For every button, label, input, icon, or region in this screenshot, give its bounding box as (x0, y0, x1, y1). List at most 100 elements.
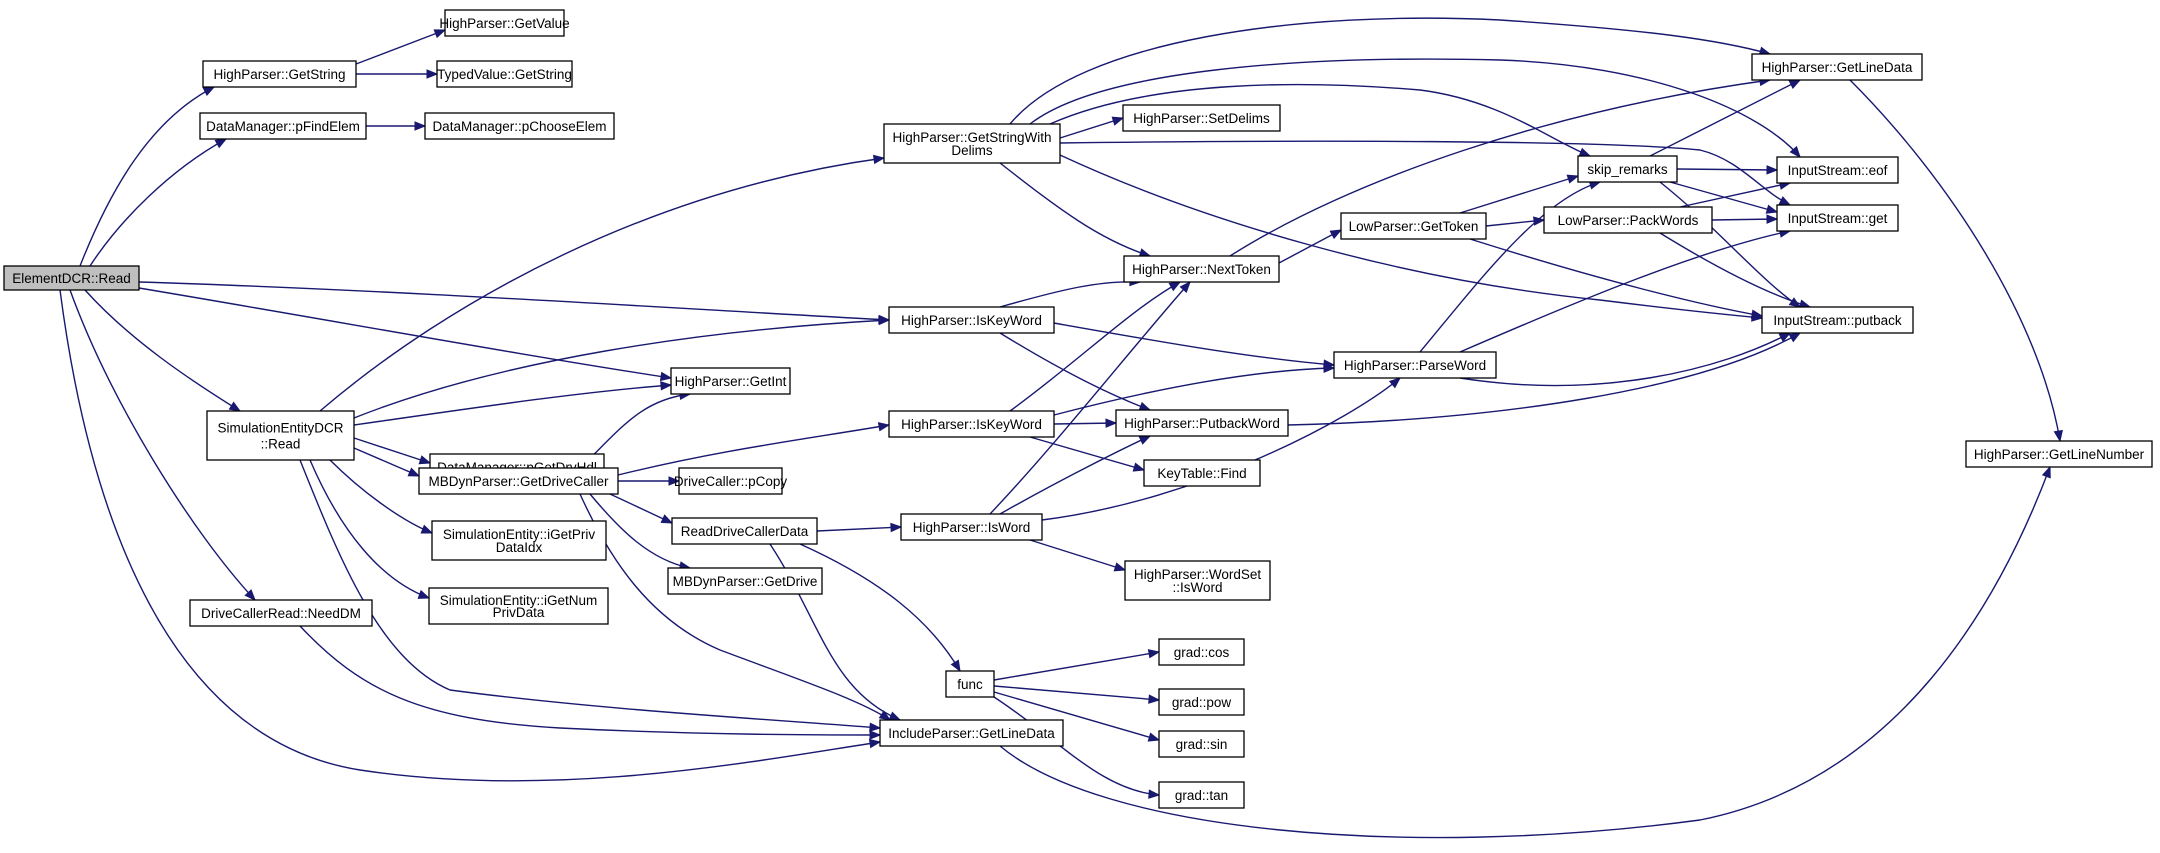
node-nextToken[interactable]: HighParser::NextToken (1123, 255, 1280, 283)
node-needDM[interactable]: DriveCallerRead::NeedDM (189, 599, 373, 627)
edge-isKeyWord1-to-putbackWord (999, 332, 1152, 411)
edge-isWord-to-parseWord (1041, 377, 1402, 521)
edge-getDriveCaller-to-readDCD (609, 493, 674, 524)
node-box (1158, 781, 1245, 809)
edge-arrowhead (1132, 462, 1146, 472)
node-box (3, 265, 140, 291)
edge-line (1053, 367, 1335, 416)
node-hpGetLineData[interactable]: HighParser::GetLineData (1751, 53, 1923, 81)
node-ktFind[interactable]: KeyTable::Find (1143, 459, 1261, 487)
node-setDelims[interactable]: HighParser::SetDelims (1122, 104, 1281, 132)
edge-line (589, 493, 691, 569)
edge-putbackWord-to-isPutback (1287, 332, 1802, 426)
node-box (888, 306, 1055, 334)
node-simRead[interactable]: SimulationEntityDCR::Read (206, 410, 355, 461)
edge-arrowhead (888, 711, 902, 721)
edge-line (89, 138, 227, 267)
edge-elemRead-to-pFindElem (89, 138, 228, 267)
node-putbackWord[interactable]: HighParser::PutbackWord (1115, 409, 1289, 437)
node-gsin[interactable]: grad::sin (1158, 730, 1245, 758)
node-gtan[interactable]: grad::tan (1158, 781, 1245, 809)
edge-arrowhead (1148, 694, 1161, 704)
node-isGet[interactable]: InputStream::get (1776, 204, 1899, 232)
node-wsIsWord[interactable]: HighParser::WordSet::IsWord (1124, 560, 1271, 601)
node-mbGetDrive[interactable]: MBDynParser::GetDrive (667, 567, 823, 595)
edge-lpGetToken-to-isPutback (1469, 238, 1764, 319)
node-gcos[interactable]: grad::cos (1158, 638, 1245, 666)
edge-simRead-to-isKeyWord1 (353, 315, 891, 419)
node-getDriveCaller[interactable]: MBDynParser::GetDriveCaller (418, 467, 619, 495)
edge-line (993, 651, 1160, 681)
node-readDCD[interactable]: ReadDriveCallerData (671, 517, 818, 545)
edge-line (1009, 281, 1181, 412)
node-isKeyWord2[interactable]: HighParser::IsKeyWord (888, 410, 1055, 438)
node-box (1965, 440, 2153, 468)
node-box (667, 567, 823, 595)
edge-arrowhead (1179, 280, 1191, 294)
node-box (1143, 459, 1261, 487)
node-tvGetString[interactable]: TypedValue::GetString (436, 60, 573, 88)
node-includeGLD[interactable]: IncludeParser::GetLineData (879, 719, 1064, 747)
node-label: ::Read (261, 437, 301, 452)
node-skipRemarks[interactable]: skip_remarks (1577, 155, 1678, 183)
edge-line (1059, 154, 1763, 319)
node-label: IncludeParser::GetLineData (888, 726, 1055, 741)
node-getLineNumber[interactable]: HighParser::GetLineNumber (1965, 440, 2153, 468)
node-box (428, 587, 609, 625)
edge-arrowhead (1750, 309, 1764, 319)
node-label: MBDynParser::GetDriveCaller (428, 474, 609, 489)
edge-line (1459, 230, 1791, 353)
edge-line (1029, 436, 1145, 471)
edge-line (1469, 238, 1763, 317)
edge-line (1009, 17, 1771, 125)
edge-line (993, 691, 1160, 741)
edge-line (1649, 79, 1801, 157)
node-label: HighParser::PutbackWord (1124, 416, 1280, 431)
node-label: HighParser::GetValue (439, 16, 569, 31)
node-label: HighParser::GetString (213, 67, 345, 82)
node-pFindElem[interactable]: DataManager::pFindElem (199, 112, 367, 140)
node-isPutback[interactable]: InputStream::putback (1761, 306, 1914, 334)
edge-lpGetToken-to-skipRemarks (1459, 174, 1580, 214)
node-elemRead[interactable]: ElementDCR::Read (3, 265, 140, 291)
edge-line (999, 281, 1141, 308)
node-label: SimulationEntity::iGetNum (440, 593, 598, 608)
edge-arrowhead (1778, 196, 1792, 206)
edge-readDCD-to-isWord (816, 522, 903, 533)
edge-arrowhead (214, 138, 228, 149)
node-getString[interactable]: HighParser::GetString (202, 60, 357, 88)
edge-arrowhead (1168, 281, 1182, 292)
node-parseWord[interactable]: HighParser::ParseWord (1333, 351, 1497, 379)
edge-line (1059, 140, 1791, 206)
node-pCopy[interactable]: DriveCaller::pCopy (674, 467, 788, 495)
node-getInt[interactable]: HighParser::GetInt (670, 367, 791, 395)
node-isWord[interactable]: HighParser::IsWord (900, 513, 1043, 541)
node-box (1761, 306, 1914, 334)
node-box (1122, 104, 1281, 132)
node-label: HighParser::IsWord (913, 520, 1031, 535)
edge-line (138, 281, 890, 321)
node-box (1158, 730, 1245, 758)
edge-arrowhead (1388, 377, 1402, 389)
node-packWords[interactable]: LowParser::PackWords (1543, 206, 1713, 234)
node-lpGetToken[interactable]: LowParser::GetToken (1340, 212, 1487, 240)
node-isKeyWord1[interactable]: HighParser::IsKeyWord (888, 306, 1055, 334)
edge-arrowhead (1766, 165, 1779, 175)
edge-line (69, 289, 256, 601)
edge-simRead-to-getInt (353, 381, 673, 426)
edge-arrowhead (660, 514, 674, 524)
node-isEof[interactable]: InputStream::eof (1776, 156, 1899, 184)
node-pChooseElem[interactable]: DataManager::pChooseElem (424, 112, 615, 140)
edge-line (1711, 218, 1778, 221)
edge-packWords-to-isPutback (1659, 232, 1812, 309)
node-label: ElementDCR::Read (12, 271, 131, 286)
node-getValue[interactable]: HighParser::GetValue (439, 9, 570, 37)
edge-getString-to-tvGetString (356, 69, 439, 79)
node-label: DataManager::pFindElem (206, 119, 360, 134)
node-gpow[interactable]: grad::pow (1158, 688, 1245, 716)
edge-simRead-to-pGetDrvHdl (353, 437, 432, 465)
node-func[interactable]: func (945, 670, 995, 698)
